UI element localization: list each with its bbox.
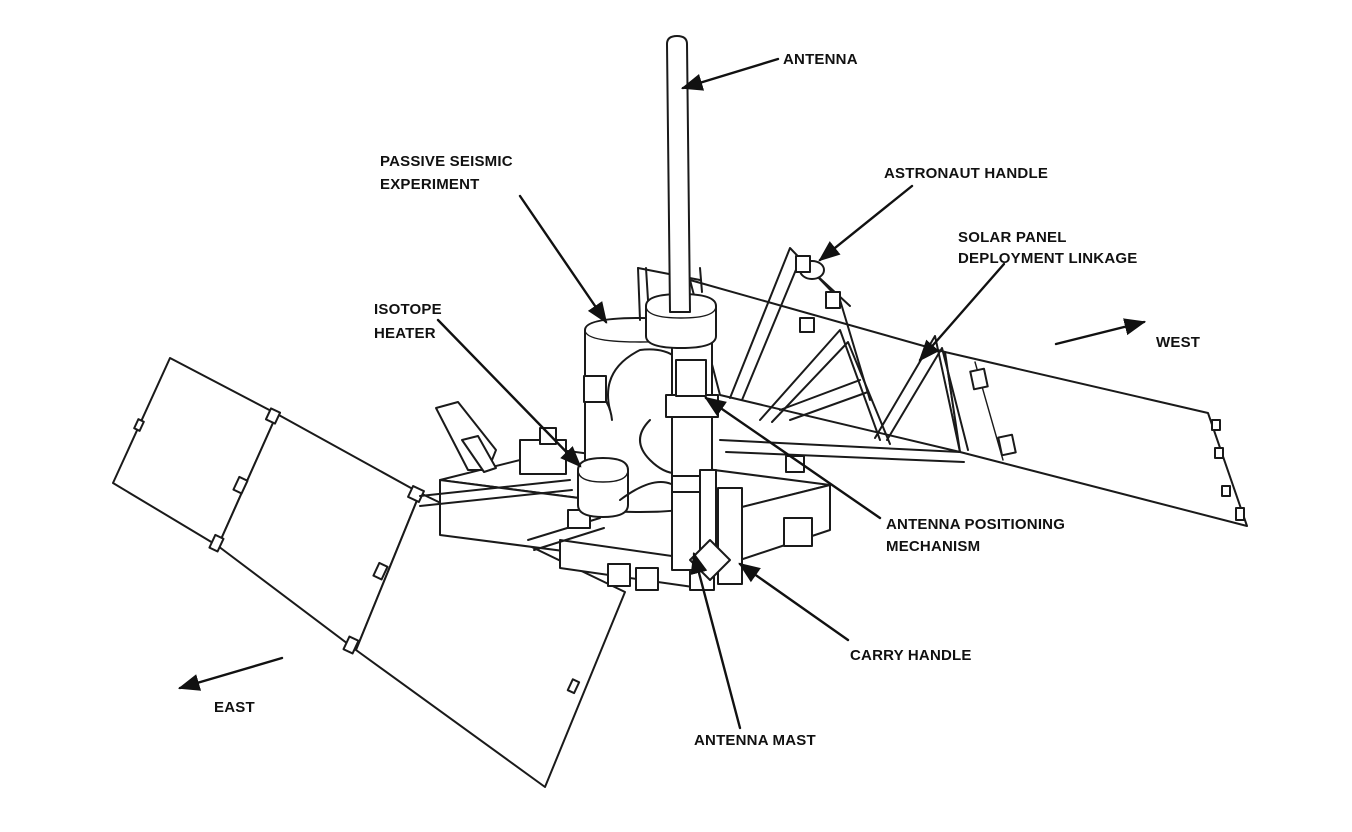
east-solar-panel — [112, 357, 626, 788]
label-passive-seismic-1: PASSIVE SEISMIC — [380, 153, 513, 170]
label-antenna-mast: ANTENNA MAST — [694, 732, 816, 749]
label-passive-seismic-2: EXPERIMENT — [380, 176, 480, 193]
label-solar-panel-1: SOLAR PANEL — [958, 229, 1067, 246]
label-antenna: ANTENNA — [783, 51, 858, 68]
label-isotope-1: ISOTOPE — [374, 301, 442, 318]
label-west: WEST — [1156, 334, 1200, 351]
label-antenna-positioning-1: ANTENNA POSITIONING — [886, 516, 1065, 533]
label-antenna-positioning-2: MECHANISM — [886, 538, 980, 555]
label-carry-handle: CARRY HANDLE — [850, 647, 972, 664]
label-east: EAST — [214, 699, 255, 716]
deployment-linkage — [719, 247, 969, 463]
label-solar-panel-2: DEPLOYMENT LINKAGE — [958, 250, 1137, 267]
label-astronaut-handle: ASTRONAUT HANDLE — [884, 165, 1048, 182]
leader-lines — [436, 57, 1006, 730]
antenna — [666, 35, 691, 313]
east-arrow — [177, 656, 284, 691]
west-arrow — [1054, 318, 1147, 346]
label-isotope-2: HEATER — [374, 325, 436, 342]
